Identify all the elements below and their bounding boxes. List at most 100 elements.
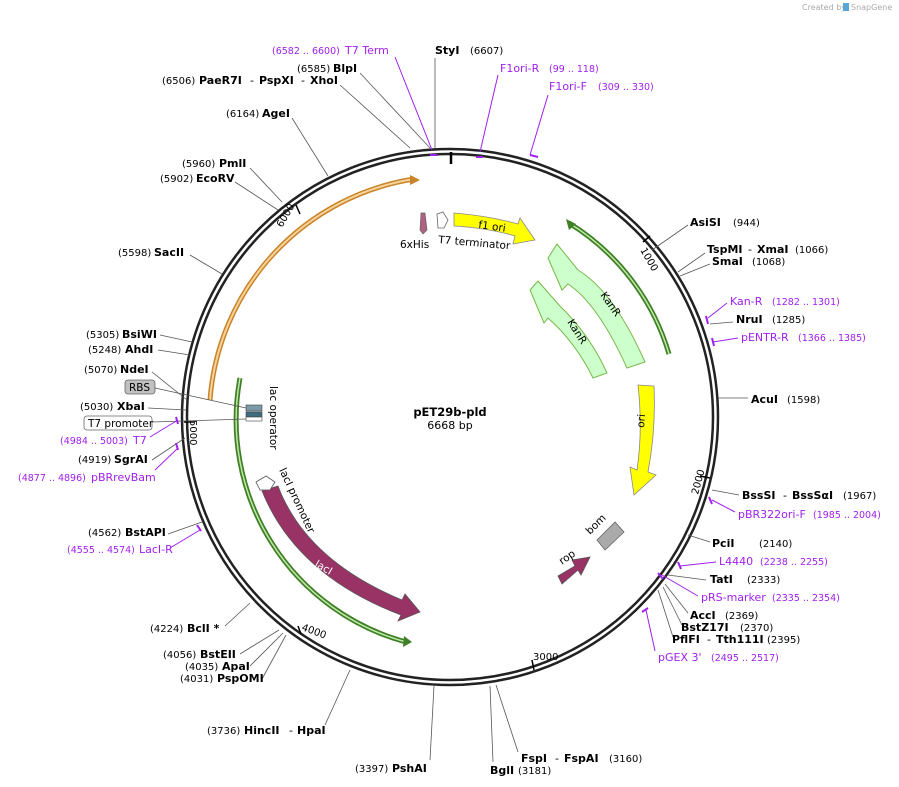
feature-lac-operator[interactable]: lac operator (245, 386, 279, 450)
enzyme-sgrai-pos: (4919) (78, 455, 111, 466)
primer-pgex3-name: pGEX 3' (658, 651, 702, 664)
enzyme-apai[interactable]: (4035) ApaI (185, 632, 284, 673)
enzyme-pspomi-name: PspOMI (217, 672, 264, 685)
enzyme-fspi-pos: (3160) (609, 754, 642, 765)
enzyme-pcii-pos: (2140) (759, 539, 792, 550)
enzyme-tati-name: TatI (710, 573, 733, 586)
primer-f1orir-range: (99 .. 118) (549, 64, 599, 75)
primer-t7-name: T7 (132, 434, 147, 447)
f1-ori-label: f1 ori (478, 219, 507, 235)
backbone-outer (180, 147, 720, 687)
ori-label: ori (635, 414, 648, 429)
feature-ori[interactable]: ori (629, 384, 657, 496)
primer-pgex3-range: (2495 .. 2517) (711, 653, 779, 664)
enzyme-xbai[interactable]: (5030) XbaI (80, 400, 187, 413)
enzyme-bgli[interactable]: BglI (3181) (489, 685, 551, 777)
enzyme-agei[interactable]: (6164) AgeI (226, 107, 329, 177)
primer-l4440-name: L4440 (719, 555, 753, 568)
primer-f1orif-name: F1ori-F (549, 80, 587, 93)
enzyme-pshai-pos: (3397) (355, 764, 388, 775)
enzyme-smai-pos: (1068) (752, 257, 785, 268)
svg-text:PspXI: PspXI (259, 74, 294, 87)
primer-t7term-name: T7 Term (344, 44, 389, 57)
enzyme-ndei-name: NdeI (120, 363, 149, 376)
enzyme-sgrai[interactable]: (4919) SgrAI (78, 437, 186, 466)
enzyme-bstapi-pos: (4562) (88, 528, 121, 539)
primer-pbrrevbam-range: (4877 .. 4896) (18, 473, 86, 484)
enzyme-ahdi[interactable]: (5248) AhdI (88, 343, 191, 356)
enzyme-bsiwi[interactable]: (5305) BsiWI (86, 328, 193, 343)
feature-f1-ori[interactable]: f1 ori (453, 212, 536, 245)
primer-pbr322orif-range: (1985 .. 2004) (813, 510, 881, 521)
feature-t7-promoter[interactable]: T7 promoter (83, 415, 247, 431)
primer-kanr[interactable]: Kan-R (1282 .. 1301) (705, 295, 840, 325)
enzyme-sgrai-name: SgrAI (114, 453, 148, 466)
enzyme-bcli-pos: (4224) (150, 624, 183, 635)
enzyme-pflfi[interactable]: PflFI - Tth111I (2395) (657, 589, 800, 646)
enzyme-pmli[interactable]: (5960) PmlI (182, 157, 283, 203)
enzyme-styi-name: StyI (435, 44, 459, 57)
enzyme-tati[interactable]: TatI (2333) (667, 573, 780, 586)
enzyme-pshai[interactable]: (3397) PshAI (355, 685, 435, 775)
enzyme-paer7i[interactable]: (6506) PaeR7I - PspXI - XhoI (162, 74, 411, 149)
enzyme-xbai-pos: (5030) (80, 402, 113, 413)
enzyme-smai[interactable]: SmaI (1068) (679, 255, 785, 277)
enzyme-asisi[interactable]: AsiSI (944) (651, 216, 760, 251)
primer-t7term[interactable]: (6582 .. 6600) T7 Term (272, 44, 437, 156)
enzyme-pmli-name: PmlI (219, 157, 246, 170)
enzyme-tspmi[interactable]: TspMI - XmaI (1066) (677, 243, 828, 273)
enzyme-ecorv[interactable]: (5902) EcoRV (160, 172, 279, 211)
feature-laci[interactable]: lacI (261, 485, 421, 622)
enzyme-blpi[interactable]: (6585) BlpI (297, 62, 431, 149)
primer-pbr322orif[interactable]: pBR322ori-F (1985 .. 2004) (708, 496, 881, 521)
enzyme-styi[interactable]: StyI (6607) (434, 44, 503, 148)
enzyme-acui[interactable]: AcuI (1598) (718, 393, 820, 406)
enzyme-pmli-pos: (5960) (182, 159, 215, 170)
tick-4000: 4000 (300, 622, 328, 641)
snapgene-logo-icon (843, 3, 849, 11)
primer-f1orif[interactable]: F1ori-F (309 .. 330) (529, 80, 654, 158)
enzyme-bstz17i[interactable]: BstZ17I (2370) (662, 586, 773, 634)
primer-l4440[interactable]: L4440 (2238 .. 2255) (677, 555, 828, 570)
enzyme-acci[interactable]: AccI (2369) (664, 583, 758, 622)
enzyme-pspomi[interactable]: (4031) PspOMI (180, 634, 287, 685)
primer-prsmarker[interactable]: pRS-marker (2335 .. 2354) (657, 572, 840, 604)
enzyme-pcii[interactable]: PciI (2140) (687, 534, 792, 550)
enzyme-bsteii-pos: (4056) (163, 650, 196, 661)
enzyme-smai-name: SmaI (712, 255, 743, 268)
enzyme-bsteii[interactable]: (4056) BstEII (163, 629, 280, 661)
primer-lacir[interactable]: (4555 .. 4574) LacI-R (67, 524, 202, 556)
primer-pentrr[interactable]: pENTR-R (1366 .. 1385) (711, 331, 866, 347)
enzyme-bcli[interactable]: (4224) BclI * (150, 602, 251, 635)
svg-text:-: - (783, 489, 787, 502)
enzyme-nrui-name: NruI (736, 313, 763, 326)
credit-prefix: Created by (802, 3, 846, 12)
feature-bom[interactable]: bom (584, 512, 625, 551)
enzyme-fspi[interactable]: FspI - FspAI (3160) (495, 684, 642, 765)
enzyme-hincii[interactable]: (3736) HincII - HpaI (207, 669, 351, 737)
primer-t7[interactable]: (4984 .. 5003) T7 (60, 416, 179, 447)
enzyme-nrui[interactable]: NruI (1285) (709, 313, 805, 326)
enzyme-ndei[interactable]: (5070) NdeI (84, 363, 188, 401)
enzyme-apai-name: ApaI (222, 660, 250, 673)
feature-6xhis[interactable]: 6xHis (400, 212, 429, 251)
6xhis-label: 6xHis (400, 239, 429, 251)
credit-brand: SnapGene (851, 3, 892, 12)
feature-kanr-outer[interactable]: KanR (547, 243, 646, 369)
primer-lacir-range: (4555 .. 4574) (67, 545, 135, 556)
enzyme-bgli-pos: (3181) (518, 766, 551, 777)
svg-text:FspAI: FspAI (564, 752, 599, 765)
feature-rop[interactable]: rop (557, 548, 591, 585)
enzyme-sacii[interactable]: (5598) SacII (118, 246, 223, 275)
enzyme-bsssi[interactable]: BssSI - BssSαI (1967) (711, 489, 876, 502)
primer-pgex3[interactable]: pGEX 3' (2495 .. 2517) (641, 607, 779, 664)
primer-pbrrevbam[interactable]: (4877 .. 4896) pBRrevBam (18, 442, 179, 484)
enzyme-blpi-pos: (6585) (297, 64, 330, 75)
enzyme-ndei-pos: (5070) (84, 365, 117, 376)
feature-rbs[interactable]: RBS (124, 379, 247, 409)
primer-pentrr-name: pENTR-R (741, 331, 789, 344)
enzyme-bstapi[interactable]: (4562) BstAPI (88, 521, 203, 539)
primer-f1orir[interactable]: F1ori-R (99 .. 118) (476, 62, 599, 158)
enzyme-hincii-name: HincII (244, 724, 280, 737)
